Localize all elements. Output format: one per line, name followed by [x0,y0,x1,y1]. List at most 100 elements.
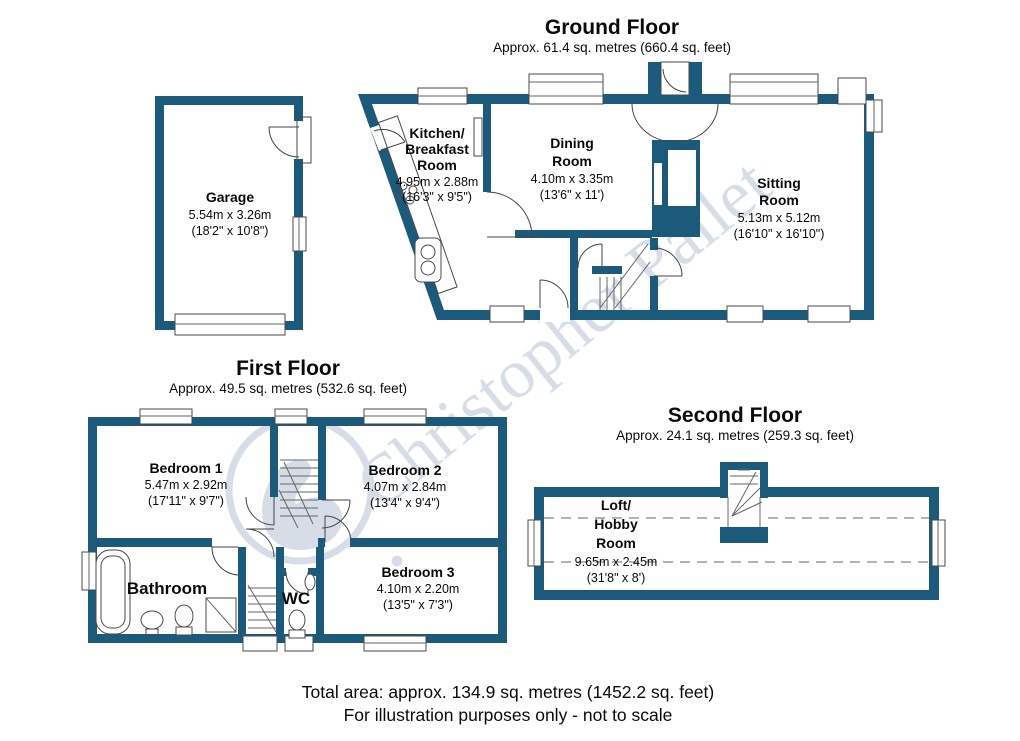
toilet-cistern [288,629,306,639]
ground-floor-title: Ground Floor [545,16,679,39]
sink-bowl [420,244,436,260]
loft-name-line1: Loft/ [601,497,631,513]
kitchen-imperial-label: (16'3" x 9'5") [402,190,472,204]
hob-icon [395,181,418,205]
sink-icon [140,610,164,630]
door-arc [539,279,569,309]
back-door-gap [540,308,570,322]
bedroom3-name-label: Bedroom 3 [381,564,454,580]
kitchen-metric-label: 4.95m x 2.88m [396,175,479,189]
first-floor-title: First Floor [236,357,340,380]
garage-door-jamb [296,116,312,164]
window [489,305,525,323]
door-arc [577,243,603,269]
second-floor-title: Second Floor [668,404,802,427]
bed1-landing-wall [270,426,278,497]
second-floor-plan: Loft/ Hobby Room 9.65m x 2.45m (31'8" x … [527,462,946,600]
wc-wall-a [276,568,286,576]
door-arc [373,128,406,151]
watermark-dot [391,555,403,567]
loft-name-line2: Hobby [594,516,638,532]
loft-metric-label: 9.65m x 2.45m [575,555,658,569]
sink-icon [304,573,316,591]
stairwell-wall-top [720,462,768,470]
kitchen-name-line2: Breakfast [405,141,469,157]
door-arc [486,191,533,238]
chimney-recess-left [654,163,662,205]
cupboard-wall [592,266,622,274]
stairwell-wall-right [760,462,768,498]
kitchen-name-line1: Kitchen/ [409,125,464,141]
bed2-bed3-wall-b [350,538,498,547]
toilet-icon [288,609,306,631]
porch-wall-left [648,62,661,96]
bedroom1-imperial-label: (17'11" x 9'7") [148,494,224,508]
kitchen-name-line3: Room [417,157,457,173]
loft-imperial-label: (31'8" x 8') [587,571,646,585]
kitchen-door-gap [482,192,492,237]
sitting-name-line2: Room [759,192,799,208]
bathtub-icon [95,549,131,635]
bedroom3-metric-label: 4.10m x 2.20m [377,582,460,596]
kitchen-dining-wall [483,104,491,192]
wc-wall-b [308,568,318,576]
total-area-text: Total area: approx. 134.9 sq. metres (14… [302,682,714,702]
door-arc [653,247,683,277]
bedroom2-metric-label: 4.07m x 2.84m [364,480,447,494]
garage-imperial-label: (18'2" x 10'8") [192,224,269,238]
stairwell-wall-bottom [720,527,768,543]
garage-name-label: Garage [206,189,254,205]
sitting-name-line1: Sitting [757,175,801,191]
staircase-first-down [247,584,277,633]
sitting-imperial-label: (16'10" x 16'10") [734,227,825,241]
sitting-wall-upper [650,238,658,250]
dining-imperial-label: (13'6" x 11') [540,188,605,202]
stairwell-opening [728,487,760,497]
window [528,73,604,105]
chimney-recess-center [668,150,696,206]
garage-plan: Garage 5.54m x 3.26m (18'2" x 10'8") [155,96,312,336]
hall-wall [570,238,578,310]
staircase-ground [599,243,651,310]
ground-floor-subtitle: Approx. 61.4 sq. metres (660.4 sq. feet) [493,40,731,55]
sitting-metric-label: 5.13m x 5.12m [738,211,821,225]
porch-canopy-arc [631,103,719,143]
ground-floor-plan: Kitchen/ Breakfast Room 4.95m x 2.88m (1… [358,61,883,323]
watermark: Christopher Pallet [225,145,786,567]
loft-name-line3: Room [596,535,636,551]
door-arc [245,496,275,526]
bathroom-stairs-wall [238,547,246,634]
watermark-bird-icon [262,459,343,550]
disclaimer-text: For illustration purposes only - not to … [344,705,673,725]
bathroom-name-label: Bathroom [127,579,207,598]
first-floor-plan: Bedroom 1 5.47m x 2.92m (17'11" x 9'7") … [81,408,507,652]
toilet-cistern [175,626,193,636]
radiator [473,117,483,157]
bedroom3-imperial-label: (13'5" x 7'3") [383,598,453,612]
wc-bed3-wall [316,547,324,634]
garage-metric-label: 5.54m x 3.26m [189,208,272,222]
shower-line [205,597,237,633]
sink-bowl [420,260,436,276]
door-arc [321,499,351,529]
first-floor-subtitle: Approx. 49.5 sq. metres (532.6 sq. feet) [169,381,407,396]
shower-icon [205,597,237,633]
window [837,77,867,105]
bed1-bathroom-wall [97,538,212,547]
door-arc [662,68,687,93]
dining-metric-label: 4.10m x 3.35m [531,172,614,186]
bathtub-inner [100,555,126,629]
sitting-wall-lower [650,276,658,310]
staircase-second [727,469,763,527]
bedroom2-imperial-label: (13'4" x 9'4") [370,496,440,510]
door-arc [268,126,300,158]
kitchen-counter [377,115,458,295]
door-arc [324,515,352,543]
garage-door-gap [292,121,305,159]
door-arc [245,528,275,558]
wc-name-label: WC [282,589,310,608]
bedroom2-name-label: Bedroom 2 [368,462,441,478]
second-floor-subtitle: Approx. 24.1 sq. metres (259.3 sq. feet) [616,428,854,443]
